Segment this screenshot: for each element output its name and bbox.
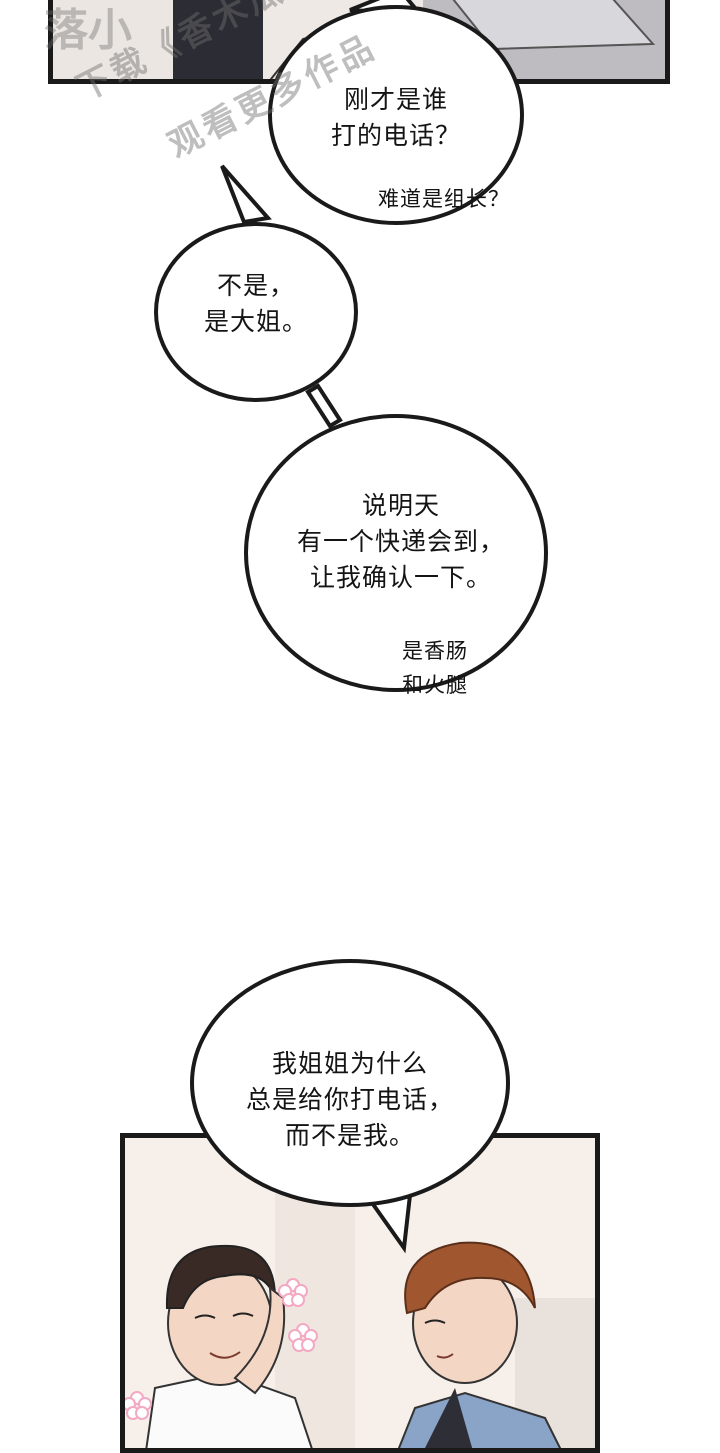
watermark-top-fragment: 落小	[44, 5, 132, 56]
speech-bubble-sister	[190, 959, 510, 1207]
aside-text-sausage: 是香肠 和火腿	[402, 639, 468, 697]
speech-bubble-not-him	[154, 222, 358, 402]
bubble-tail	[220, 164, 272, 225]
bubble-text-call-question: 刚才是谁 打的电话？	[330, 85, 461, 150]
speech-bubble-call-question	[268, 5, 524, 225]
bubble-text-sister: 我姐姐为什么 总是给你打电话， 而不是我。	[245, 1049, 454, 1150]
bubble-text-not-him: 不是， 是大姐。	[203, 271, 308, 336]
flower-decoration	[125, 1278, 318, 1420]
bubble-text-delivery: 说明天 有一个快递会到， 让我确认一下。	[296, 491, 505, 592]
bubble-tail	[305, 383, 343, 429]
speech-bubble-delivery	[244, 414, 548, 692]
aside-text-team-leader: 难道是组长？	[378, 187, 510, 211]
